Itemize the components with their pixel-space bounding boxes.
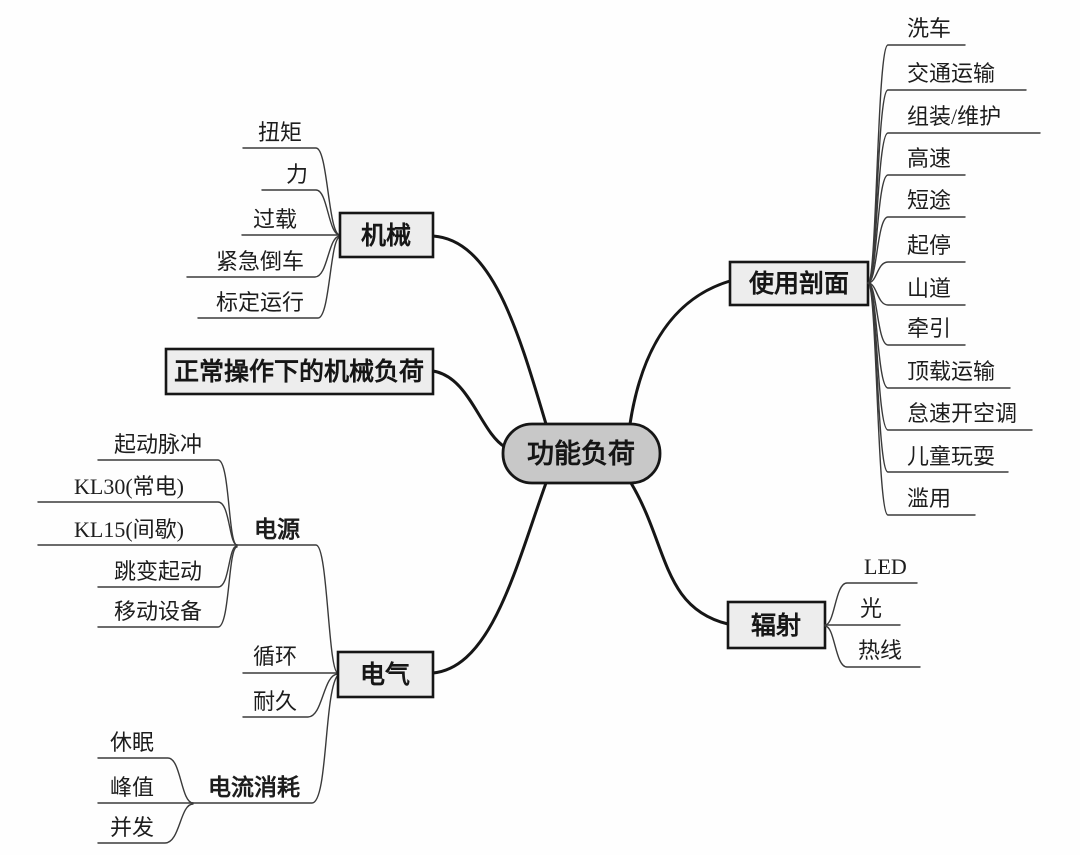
leaf-jump-start: 跳变起动 [114, 559, 202, 584]
edge-root-radiation [629, 481, 730, 626]
leaf-highway: 高速 [907, 146, 951, 171]
edge-leaf-concurrent [97, 803, 194, 844]
edge-leaf-sleep [97, 757, 194, 804]
leaf-force: 力 [286, 162, 308, 187]
subnode-power-label: 电源 [254, 517, 300, 542]
leaf-children-playing: 儿童玩耍 [907, 444, 995, 469]
leaf-short-trip: 短途 [907, 188, 951, 213]
node-root [501, 422, 662, 485]
node-normal-mechanical-label: 正常操作下的机械负荷 [174, 357, 424, 386]
node-root-label: 功能负荷 [527, 438, 635, 469]
leaf-towing: 牵引 [907, 316, 951, 341]
edge-leaf-assembly-maintenance [867, 132, 1041, 284]
edge-root-electrical [431, 481, 548, 675]
edge-root-usage-profile [628, 279, 732, 426]
leaf-calibration-run: 标定运行 [216, 290, 304, 315]
leaf-mobile-device: 移动设备 [114, 599, 202, 624]
node-usage-profile-label: 使用剖面 [748, 269, 849, 298]
leaf-peak: 峰值 [110, 775, 154, 800]
edge-leaf-heat-ray [824, 625, 921, 668]
edge-leaf-short-trip [867, 216, 966, 284]
edge-current-electrical [192, 674, 339, 804]
edge-leaf-led [824, 582, 918, 626]
leaf-overload: 过载 [253, 207, 297, 232]
leaf-heat-ray: 热线 [858, 638, 902, 663]
leaf-sleep: 休眠 [110, 730, 154, 755]
leaf-idle-ac: 怠速开空调 [907, 401, 1017, 426]
node-mechanical-label: 机械 [361, 222, 411, 250]
edge-leaf-start-stop [867, 261, 966, 284]
edge-leaf-abuse [867, 282, 976, 516]
leaf-torque: 扭矩 [258, 120, 302, 145]
leaf-start-stop: 起停 [907, 233, 951, 258]
edge-leaf-torque [242, 147, 341, 236]
edge-root-mechanical [431, 234, 548, 426]
leaf-abuse: 滥用 [907, 486, 951, 511]
edge-leaf-jump-start [97, 545, 238, 588]
leaf-car-wash: 洗车 [907, 16, 951, 41]
subnode-current-label: 电流消耗 [208, 774, 300, 800]
leaf-kl30: KL30(常电) [74, 474, 184, 499]
leaf-concurrent: 并发 [110, 815, 154, 840]
edge-leaf-mobile-device [97, 546, 238, 628]
edge-leaf-calibration-run [197, 236, 341, 319]
edge-leaf-emergency-reverse [186, 235, 341, 278]
leaf-emergency-reverse: 紧急倒车 [216, 249, 304, 274]
edge-leaf-endurance [242, 673, 339, 718]
leaf-transportation: 交通运输 [907, 61, 995, 86]
leaf-roof-load: 顶载运输 [907, 359, 995, 384]
leaf-start-pulse: 起动脉冲 [114, 432, 202, 457]
leaf-led: LED [864, 554, 907, 579]
edge-leaf-kl30 [37, 501, 238, 546]
node-radiation-label: 辐射 [751, 611, 801, 640]
node-radiation [726, 600, 827, 650]
node-electrical-label: 电气 [360, 660, 410, 689]
edge-root-normal-mechanical [431, 369, 507, 449]
edge-leaf-force [261, 189, 341, 236]
leaf-endurance: 耐久 [253, 689, 297, 714]
leaf-cycle: 循环 [253, 644, 297, 669]
node-electrical [336, 650, 435, 699]
leaf-light: 光 [860, 596, 882, 621]
node-mechanical [338, 211, 435, 259]
node-normal-mechanical [164, 347, 435, 396]
leaf-mountain-road: 山道 [907, 276, 951, 301]
leaf-kl15: KL15(间歇) [74, 517, 184, 542]
leaf-assembly-maintenance: 组装/维护 [907, 104, 1001, 129]
edge-power-electrical [236, 544, 339, 674]
